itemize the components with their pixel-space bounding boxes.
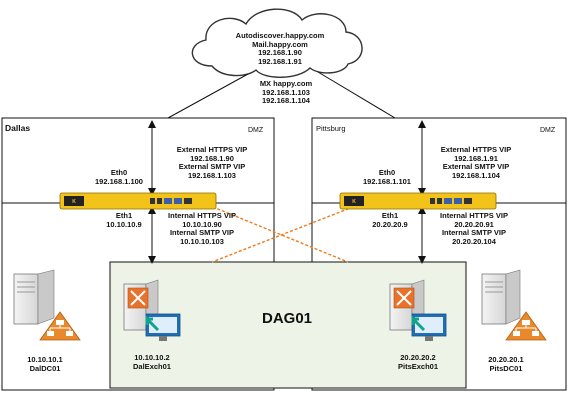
cross-link-dallas-to-pittsburg: [207, 204, 349, 263]
pittsburg-external-vips: External HTTPS VIP 192.168.1.91 External…: [426, 145, 526, 180]
vip-line: 10.10.10.90: [182, 219, 222, 229]
vip-line: Internal SMTP VIP: [441, 228, 507, 237]
vip-line: 20.20.20.104: [452, 236, 496, 246]
pittsburg-internal-vips: Internal HTTPS VIP 20.20.20.91 Internal …: [428, 211, 520, 246]
vip-line: External HTTPS VIP: [440, 145, 512, 154]
vip-line: 10.10.10.103: [180, 236, 224, 246]
exch-name: PitsExch01: [397, 361, 439, 371]
dallas-internal-vips: Internal HTTPS VIP 10.10.10.90 Internal …: [156, 211, 248, 246]
cloud-label: Autodiscover.happy.com Mail.happy.com 19…: [232, 31, 328, 66]
pittsburg-site-box: [311, 117, 567, 391]
dallas-eth0: Eth0 192.168.1.100: [88, 168, 150, 186]
pittsburg-exchange-server-icon: [389, 279, 447, 341]
svg-text:K: K: [352, 199, 356, 205]
pittsburg-dmz-label: DMZ: [540, 127, 556, 134]
dc-ip: 10.10.10.1: [27, 355, 63, 364]
eth-line: 20.20.20.9: [372, 219, 408, 229]
pittsburg-kemp-loadbalancer: K: [339, 192, 497, 210]
eth-line: Eth0: [378, 168, 396, 177]
dallas-external-vips: External HTTPS VIP 192.168.1.90 External…: [162, 145, 262, 180]
vip-line: 20.20.20.91: [454, 219, 494, 229]
svg-text:K: K: [72, 199, 76, 205]
dallas-dc-label: 10.10.10.1 DalDC01: [16, 355, 74, 373]
vip-line: Internal HTTPS VIP: [440, 211, 508, 220]
cloud-line: Mail.happy.com: [252, 39, 308, 49]
vip-line: 192.168.1.90: [190, 153, 234, 163]
dallas-exch-label: 10.10.10.2 DalExch01: [122, 353, 182, 371]
exch-ip: 10.10.10.2: [134, 353, 170, 362]
exch-name: DalExch01: [133, 361, 171, 371]
cross-link-pittsburg-to-dallas: [211, 204, 359, 263]
pittsburg-site-name: Pittsburg: [316, 124, 346, 133]
dallas-eth1: Eth1 10.10.10.9: [96, 211, 152, 229]
mx-label: MX happy.com 192.168.1.103 192.168.1.104: [246, 79, 326, 106]
vip-line: External SMTP VIP: [178, 162, 246, 171]
cloud-line: Autodiscover.happy.com: [235, 31, 325, 40]
pittsburg-eth1: Eth1 20.20.20.9: [362, 211, 418, 229]
dallas-kemp-loadbalancer: K: [59, 192, 217, 210]
pittsburg-exch-label: 20.20.20.2 PitsExch01: [386, 353, 450, 371]
dag-name: DAG01: [262, 310, 313, 327]
link-cloud-pittsburg: [317, 71, 396, 119]
vip-line: Internal HTTPS VIP: [168, 211, 236, 220]
vip-line: Internal SMTP VIP: [169, 228, 235, 237]
link-cloud-dallas: [167, 73, 249, 119]
dc-name: PitsDC01: [489, 363, 523, 373]
cloud-line: 192.168.1.91: [258, 56, 302, 66]
dallas-exchange-server-icon: [123, 279, 181, 341]
eth-line: Eth1: [115, 211, 133, 220]
exch-ip: 20.20.20.2: [400, 353, 436, 362]
internet-cloud: [191, 8, 363, 78]
cloud-line: 192.168.1.90: [258, 48, 302, 57]
mx-line: 192.168.1.104: [262, 96, 310, 105]
dallas-site-box: [1, 117, 275, 391]
mx-line: MX happy.com: [259, 79, 313, 88]
vip-line: 192.168.1.103: [188, 170, 236, 180]
dallas-dmz-label: DMZ: [248, 127, 264, 134]
eth-line: Eth0: [110, 168, 128, 177]
eth-line: 192.168.1.100: [95, 176, 143, 186]
vip-line: 192.168.1.91: [454, 153, 498, 163]
dallas-dc-server-icon: [13, 269, 81, 341]
vip-line: External SMTP VIP: [442, 162, 510, 171]
vip-line: External HTTPS VIP: [176, 145, 248, 154]
eth-line: 192.168.1.101: [363, 176, 411, 186]
dc-name: DalDC01: [29, 363, 61, 373]
dc-ip: 20.20.20.1: [488, 355, 524, 364]
eth-line: 10.10.10.9: [106, 219, 142, 229]
pittsburg-eth0: Eth0 192.168.1.101: [356, 168, 418, 186]
pittsburg-dc-server-icon: [481, 269, 547, 341]
eth-line: Eth1: [381, 211, 399, 220]
pittsburg-dc-label: 20.20.20.1 PitsDC01: [476, 355, 536, 373]
vip-line: 192.168.1.104: [452, 170, 500, 180]
mx-line: 192.168.1.103: [262, 87, 310, 97]
dallas-site-name: Dallas: [5, 123, 31, 133]
